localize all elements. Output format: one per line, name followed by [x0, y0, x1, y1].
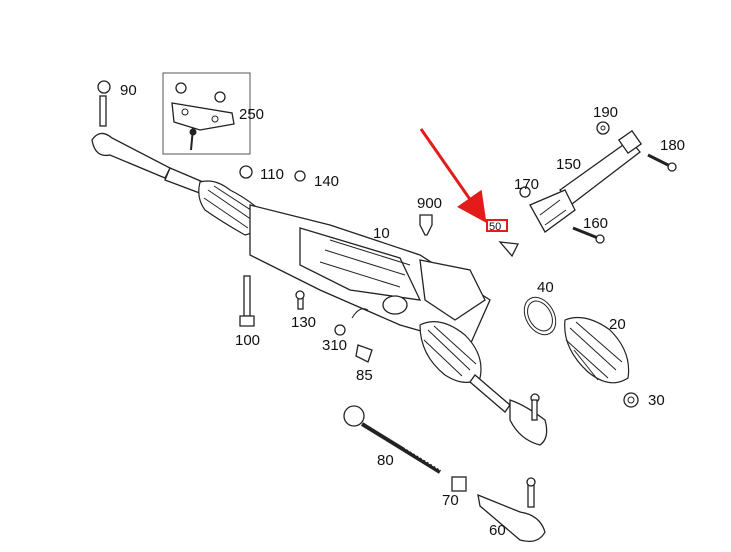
cap-85: [355, 344, 373, 363]
washer-190: [596, 121, 610, 135]
label-190: 190: [593, 104, 618, 121]
nut-140: [294, 170, 306, 182]
inset-box-250: [162, 72, 251, 155]
bolt-180: [647, 153, 677, 172]
label-150: 150: [556, 156, 581, 173]
nut-70: [451, 476, 467, 492]
rack-housing-10: [164, 167, 491, 346]
label-180: 180: [660, 137, 685, 154]
leader-lines: [351, 308, 369, 319]
shaft-150: [519, 129, 643, 233]
label-310: 310: [322, 337, 347, 354]
bolt-100: [239, 275, 255, 327]
tie-rod-end-60: [477, 477, 546, 543]
boot-20: [564, 317, 630, 384]
label-130: 130: [291, 314, 316, 331]
label-140: 140: [314, 173, 339, 190]
clamp-30: [623, 392, 639, 408]
label-85: 85: [356, 367, 373, 384]
nut-310: [334, 324, 346, 336]
clamp-40: [523, 296, 557, 336]
clip-50: [498, 241, 519, 258]
label-160: 160: [583, 215, 608, 232]
right-boot-and-tierod: [419, 321, 548, 446]
label-80: 80: [377, 452, 394, 469]
label-10: 10: [373, 225, 390, 242]
label-250: 250: [239, 106, 264, 123]
sensor-900: [419, 214, 433, 236]
bolt-160: [572, 226, 605, 244]
label-20: 20: [609, 316, 626, 333]
label-30: 30: [648, 392, 665, 409]
label-70: 70: [442, 492, 459, 509]
label-100: 100: [235, 332, 260, 349]
label-90: 90: [120, 82, 137, 99]
label-60: 60: [489, 522, 506, 539]
label-110: 110: [260, 166, 284, 183]
bolt-130: [295, 290, 305, 310]
label-50: 50: [489, 221, 501, 233]
highlight-arrow: [419, 128, 508, 232]
label-40: 40: [537, 279, 554, 296]
label-170: 170: [514, 176, 539, 193]
nut-110: [239, 165, 253, 179]
label-900: 900: [417, 195, 442, 212]
inner-tierod-80: [343, 405, 442, 474]
